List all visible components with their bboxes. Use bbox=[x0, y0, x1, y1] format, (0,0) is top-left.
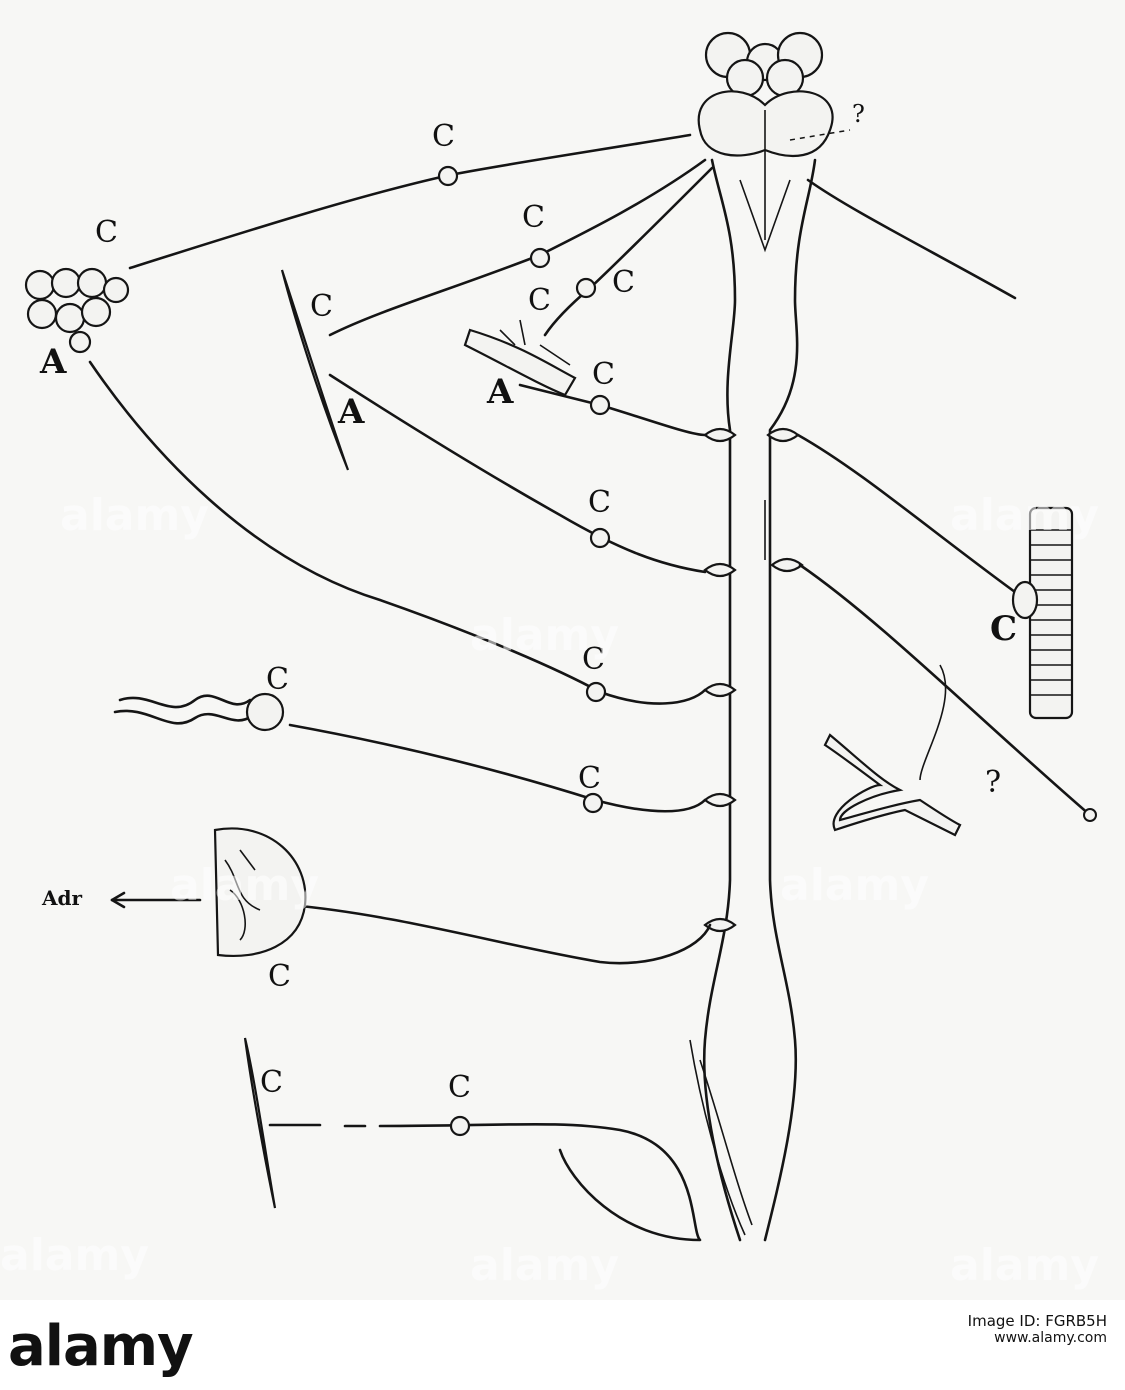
label-c-adrenal: C bbox=[268, 959, 291, 994]
watermark: alamy bbox=[60, 490, 209, 541]
intestine-segment bbox=[113, 692, 285, 732]
stock-footer: alamy Image ID: FGRB5H www.alamy.com bbox=[0, 1300, 1125, 1390]
spinal-cord bbox=[689, 158, 817, 1242]
label-a-gland: A bbox=[40, 342, 67, 382]
watermark: alamy bbox=[0, 1230, 149, 1281]
label-c-mid: C bbox=[588, 485, 611, 520]
image-id-label: Image ID: FGRB5H bbox=[967, 1312, 1107, 1330]
adr-arrow bbox=[110, 891, 202, 909]
label-c-gland: C bbox=[95, 215, 118, 250]
watermark: alamy bbox=[470, 1240, 619, 1291]
brain-lobes bbox=[697, 31, 834, 240]
label-c-bottom-mid: C bbox=[448, 1070, 471, 1105]
watermark: alamy bbox=[170, 860, 319, 911]
label-adr: Adr bbox=[42, 886, 83, 910]
nervous-system-diagram: C C A C C A C C A C C C ? C C C ? Adr C … bbox=[0, 31, 1099, 1291]
label-c-bottom-left: C bbox=[260, 1065, 283, 1100]
label-question-top: ? bbox=[852, 100, 865, 128]
branching-tube bbox=[823, 733, 962, 837]
gland-cells bbox=[24, 267, 130, 354]
spinal-ganglia bbox=[703, 427, 804, 933]
label-a-leaf: A bbox=[338, 392, 365, 432]
label-c-lower2: C bbox=[578, 761, 601, 796]
watermark: alamy bbox=[470, 610, 619, 661]
stock-url[interactable]: www.alamy.com bbox=[994, 1330, 1107, 1346]
alamy-logo: alamy bbox=[8, 1314, 194, 1379]
label-question-branch: ? bbox=[985, 765, 1002, 800]
label-c-leaf: C bbox=[310, 289, 333, 324]
watermark: alamy bbox=[950, 1240, 1099, 1291]
adrenal-gland bbox=[213, 827, 307, 957]
label-c-second: C bbox=[522, 200, 545, 235]
striated-muscle bbox=[1011, 506, 1074, 720]
blood-vessel bbox=[463, 319, 577, 397]
label-c-vessel: C bbox=[528, 283, 551, 318]
label-c-lower1: C bbox=[582, 642, 605, 677]
smooth-muscle-cell bbox=[280, 269, 350, 471]
label-c-top: C bbox=[432, 119, 455, 154]
lower-muscle-cell bbox=[243, 1037, 277, 1209]
label-c-right2: C bbox=[592, 357, 615, 392]
label-c-right1: C bbox=[612, 265, 635, 300]
label-c-gut: C bbox=[266, 662, 289, 697]
watermark: alamy bbox=[780, 860, 929, 911]
diagram-drawing bbox=[24, 31, 1097, 1242]
dashed-connector bbox=[789, 129, 851, 141]
label-a-vessel: A bbox=[487, 372, 514, 412]
nerve-cells bbox=[437, 165, 1097, 1137]
label-c-muscle: C bbox=[990, 609, 1018, 649]
stock-info: Image ID: FGRB5H www.alamy.com bbox=[968, 1312, 1107, 1346]
watermark: alamy bbox=[950, 490, 1099, 541]
